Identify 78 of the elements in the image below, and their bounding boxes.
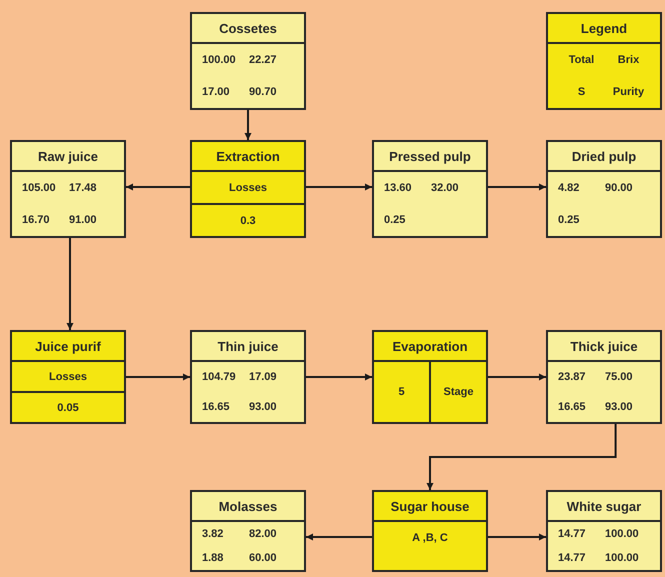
box-title: Thick juice: [570, 338, 638, 354]
value-text: 5: [398, 386, 405, 398]
arrow: [244, 110, 252, 140]
value-text: 1.88: [202, 552, 224, 564]
arrow: [306, 184, 372, 190]
value-text: 14.77: [558, 552, 587, 564]
value-text: 0.25: [384, 214, 406, 226]
value-text: 93.00: [605, 401, 634, 413]
arrow: [488, 374, 546, 380]
process-box: [10, 330, 126, 424]
process-box: [372, 330, 488, 424]
value-text: 17.00: [202, 86, 231, 98]
box-title: Pressed pulp: [389, 148, 471, 164]
value-text: 17.09: [249, 371, 278, 383]
arrow: [66, 238, 74, 330]
stream-box: [190, 330, 306, 424]
value-text: 14.77: [558, 528, 587, 540]
value-text: Losses: [49, 370, 87, 382]
value-text: 16.65: [558, 401, 587, 413]
stream-box: [190, 12, 306, 110]
value-text: 0.3: [240, 214, 256, 226]
value-text: 23.87: [558, 371, 587, 383]
arrow: [306, 534, 372, 540]
box-title: Thin juice: [218, 338, 278, 354]
box-title: Molasses: [218, 498, 278, 514]
value-text: 60.00: [249, 552, 278, 564]
legend-key: Brix: [618, 54, 640, 66]
box-title: Juice purif: [35, 338, 101, 354]
value-text: 32.00: [431, 182, 460, 194]
arrow: [488, 534, 546, 540]
value-text: 104.79: [202, 371, 237, 383]
value-text: 93.00: [249, 401, 278, 413]
value-text: 17.48: [69, 182, 98, 194]
legend-box: [546, 12, 662, 110]
stream-box: [190, 490, 306, 572]
value-text: 91.00: [69, 214, 98, 226]
arrow: [306, 374, 372, 380]
value-text: 0.05: [57, 402, 79, 414]
value-text: 16.65: [202, 401, 231, 413]
value-text: 3.82: [202, 528, 224, 540]
box-title: Extraction: [216, 148, 280, 164]
stream-box: [546, 140, 662, 238]
box-title: Raw juice: [38, 148, 98, 164]
box-title: Sugar house: [390, 498, 470, 514]
stream-box: [546, 490, 662, 572]
value-text: 4.82: [558, 182, 580, 194]
value-text: Stage: [444, 386, 474, 398]
box-title: Cossetes: [219, 20, 277, 36]
box-title: White sugar: [566, 498, 642, 514]
value-text: 100.00: [202, 54, 237, 66]
arrow: [126, 374, 190, 380]
stream-box: [372, 140, 488, 238]
process-box: [190, 140, 306, 238]
process-box: [372, 490, 488, 572]
value-text: 90.00: [605, 182, 634, 194]
legend-key: Purity: [612, 86, 644, 98]
value-text: 100.00: [605, 528, 640, 540]
legend-key: Total: [568, 54, 594, 66]
box-title: Dried pulp: [572, 148, 636, 164]
value-text: 0.25: [558, 214, 580, 226]
value-text: 13.60: [384, 182, 413, 194]
arrow: [488, 184, 546, 190]
value-text: 16.70: [22, 214, 51, 226]
box-title: Legend: [580, 20, 628, 36]
arrow: [126, 184, 190, 190]
value-text: 105.00: [22, 182, 57, 194]
value-text: 100.00: [605, 552, 640, 564]
stream-box: [10, 140, 126, 238]
arrow: [426, 424, 617, 490]
value-text: Losses: [229, 182, 267, 194]
box-title: Evaporation: [392, 338, 468, 354]
value-text: 75.00: [605, 371, 634, 383]
value-text: 22.27: [249, 54, 278, 66]
legend-key: S: [578, 86, 586, 98]
value-text: A ,B, C: [412, 532, 448, 546]
value-text: 82.00: [249, 528, 278, 540]
stream-box: [546, 330, 662, 424]
value-text: 90.70: [249, 86, 278, 98]
